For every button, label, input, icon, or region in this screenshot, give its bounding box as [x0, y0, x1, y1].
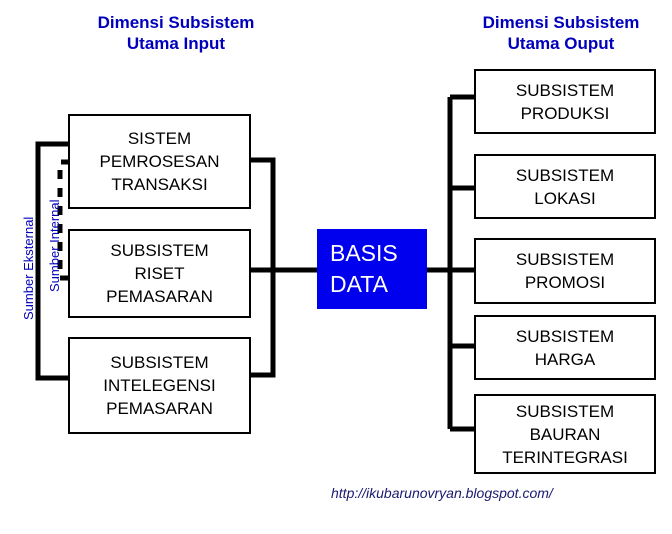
label-sumber-eksternal: Sumber Eksternal — [21, 216, 36, 320]
node-subsistem-intelegensi-pemasaran[interactable]: SUBSISTEM INTELEGENSI PEMASARAN — [68, 337, 251, 434]
input-trunk — [250, 157, 276, 378]
node-subsistem-riset-pemasaran[interactable]: SUBSISTEM RISET PEMASARAN — [68, 229, 251, 318]
node-basis-data[interactable]: BASIS DATA — [317, 229, 427, 309]
node-subsistem-harga[interactable]: SUBSISTEM HARGA — [474, 315, 656, 380]
footer-url[interactable]: http://ikubarunovryan.blogspot.com/ — [331, 485, 553, 501]
node-sistem-pemrosesan-transaksi[interactable]: SISTEM PEMROSESAN TRANSAKSI — [68, 114, 251, 209]
node-subsistem-lokasi[interactable]: SUBSISTEM LOKASI — [474, 154, 656, 219]
node-subsistem-produksi[interactable]: SUBSISTEM PRODUKSI — [474, 69, 656, 134]
node-subsistem-bauran-terintegrasi[interactable]: SUBSISTEM BAURAN TERINTEGRASI — [474, 394, 656, 474]
label-sumber-internal: Sumber Internal — [47, 199, 62, 293]
heading-input: Dimensi Subsistem Utama Input — [97, 13, 255, 53]
node-subsistem-promosi[interactable]: SUBSISTEM PROMOSI — [474, 238, 656, 304]
heading-output: Dimensi Subsistem Utama Ouput — [482, 13, 640, 53]
